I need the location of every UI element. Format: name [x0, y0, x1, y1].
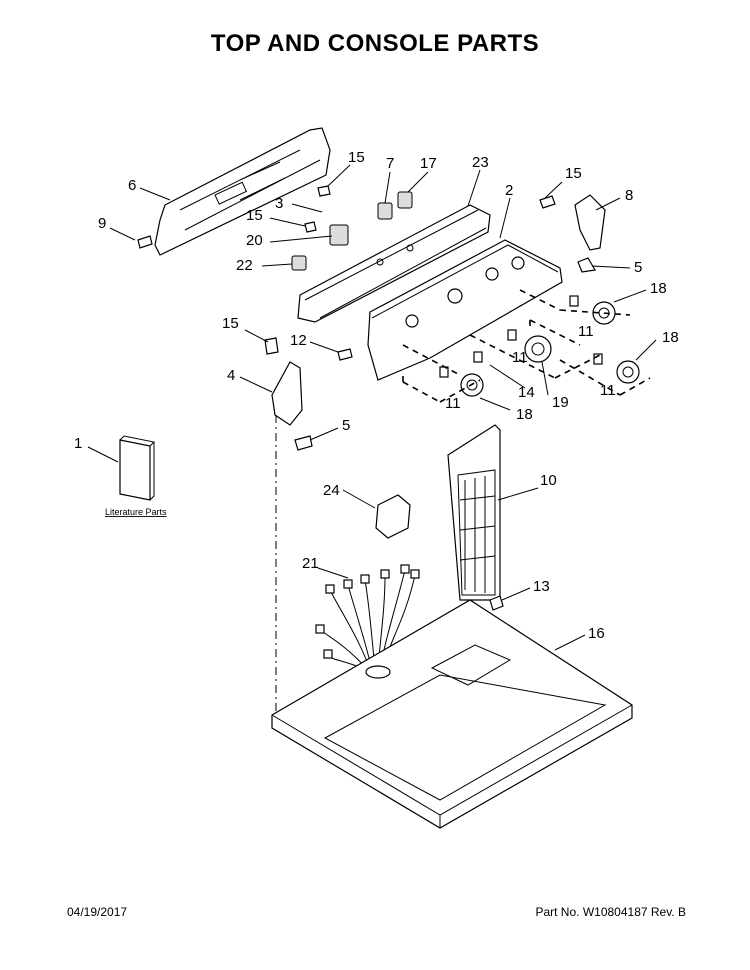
- callout-15-right: 15: [565, 165, 582, 182]
- page-title: TOP AND CONSOLE PARTS: [210, 30, 540, 57]
- part-8-bracket: [539, 194, 606, 273]
- callout-5-right: 5: [634, 259, 642, 276]
- callout-11-a: 11: [578, 323, 594, 340]
- part-16-top-panel: [271, 599, 633, 829]
- part-4-end-cap: [264, 337, 353, 451]
- callout-11-b: 11: [512, 349, 528, 366]
- part-2-control-console: [367, 239, 563, 381]
- callout-3: 3: [275, 195, 283, 212]
- part-21-wire-harness: [315, 564, 420, 671]
- callout-20: 20: [246, 232, 263, 249]
- callout-11-c: 11: [600, 382, 616, 399]
- small-switch-parts: [137, 185, 413, 271]
- callout-13: 13: [533, 578, 550, 595]
- callout-1: 1: [74, 435, 82, 452]
- callout-16: 16: [588, 625, 605, 642]
- callout-12: 12: [290, 332, 307, 349]
- footer-part-number: Part No. W10804187 Rev. B: [535, 905, 686, 919]
- callout-4: 4: [227, 367, 235, 384]
- callout-21: 21: [302, 555, 319, 572]
- callout-8: 8: [625, 187, 633, 204]
- callout-18-top: 18: [650, 280, 667, 297]
- footer-date: 04/19/2017: [67, 905, 128, 919]
- leader-lines: [87, 164, 657, 651]
- callout-23: 23: [472, 154, 489, 171]
- callout-24: 24: [323, 482, 340, 499]
- callout-7: 7: [386, 155, 394, 172]
- callout-5-left: 5: [342, 417, 350, 434]
- callout-6: 6: [128, 177, 136, 194]
- callout-9: 9: [98, 215, 106, 232]
- callout-22: 22: [236, 257, 253, 274]
- literature-parts-label: Literature Parts: [105, 507, 167, 517]
- callout-18-bottom: 18: [516, 406, 533, 423]
- part-23-console-bracket: [297, 204, 491, 323]
- part-24-board: [375, 494, 411, 539]
- callout-2: 2: [505, 182, 513, 199]
- part-6-rear-console: [154, 127, 331, 256]
- callout-15-mid: 15: [246, 207, 263, 224]
- part-10-lint-screen: [447, 424, 504, 611]
- callout-15-left: 15: [222, 315, 239, 332]
- callout-10: 10: [540, 472, 557, 489]
- callout-numbers: 6 9 15 7 17 23 2 3 15 20 22 15 8 5 18 11…: [74, 149, 679, 642]
- dashed-alignment-lines: [275, 289, 651, 715]
- callout-17: 17: [420, 155, 437, 172]
- callout-18-right: 18: [662, 329, 679, 346]
- knob-assemblies: [439, 295, 640, 397]
- callout-14: 14: [518, 384, 535, 401]
- part-1-literature: [119, 435, 156, 501]
- callout-19: 19: [552, 394, 569, 411]
- callout-11-d: 11: [445, 395, 461, 412]
- callout-15-top: 15: [348, 149, 365, 166]
